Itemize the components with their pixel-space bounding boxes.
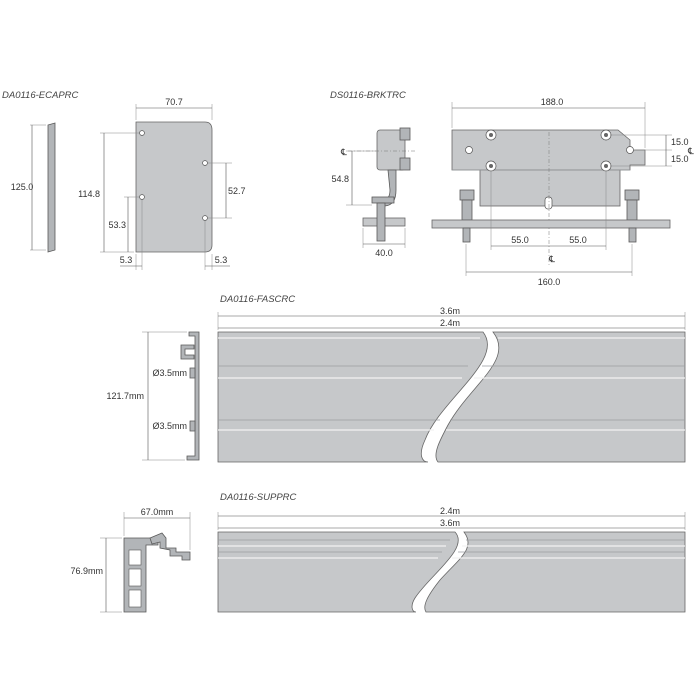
fascia-profile-hook — [180, 344, 195, 360]
fascia-title: DA0116-FASCRC — [220, 294, 295, 305]
endcap-span-right-label: 52.7 — [228, 186, 246, 196]
endcap-height-label: 125.0 — [11, 182, 34, 192]
bracket-base-width-label: 160.0 — [538, 277, 561, 287]
fascia-profile-hole — [189, 420, 196, 432]
endcap-width-label: 70.7 — [165, 97, 183, 107]
fascia-profile-hole — [189, 367, 196, 379]
support-width-label: 67.0mm — [141, 507, 174, 517]
bracket-side-nut — [371, 196, 395, 204]
bracket-slot-hole — [626, 146, 634, 154]
bracket-side-width-label: 40.0 — [375, 248, 393, 258]
endcap-span-left-label: 114.8 — [78, 189, 100, 199]
bracket-side-bolt — [376, 202, 386, 242]
bracket-side-height-label: 54.8 — [331, 174, 349, 184]
support-title: DA0116-SUPPRC — [220, 492, 297, 503]
bracket-title: DS0116-BRKTRC — [330, 90, 406, 101]
endcap-hole — [139, 194, 145, 200]
bracket-bolt-end — [628, 227, 637, 243]
support-panel-right — [424, 531, 686, 613]
fascia-group: DA0116-FASCRC Ø3.5mm Ø3.5mm 121.7mm 3.6m — [106, 294, 686, 463]
endcap-edge-left-label: 5.3 — [120, 255, 133, 265]
bracket-group: DS0116-BRKTRC ℄ 54.8 40.0 — [330, 90, 694, 287]
bracket-bolt-end — [462, 227, 471, 243]
endcap-front-view — [135, 121, 213, 253]
support-length-short-label: 2.4m — [440, 506, 460, 516]
bracket-side-clip — [399, 157, 411, 171]
endcap-hole — [139, 130, 145, 136]
bracket-half-right-label: 55.0 — [569, 235, 587, 245]
bracket-side-clip — [399, 127, 411, 141]
endcap-group: DA0116-ECAPRC 125.0 70.7 114.8 53.3 52.7 — [2, 90, 246, 270]
fascia-profile — [186, 331, 200, 461]
bracket-base-rail — [431, 219, 671, 229]
bracket-hole-bottom-label: 15.0 — [671, 154, 689, 164]
endcap-edge-right-label: 5.3 — [215, 255, 228, 265]
bracket-center-slot — [544, 196, 553, 210]
endcap-title: DA0116-ECAPRC — [2, 90, 79, 101]
bracket-nut — [459, 189, 475, 201]
bracket-side-centerline: ℄ — [340, 147, 347, 157]
fascia-length-short-label: 2.4m — [440, 318, 460, 328]
bracket-hole-top-label: 15.0 — [671, 137, 689, 147]
fascia-height-label: 121.7mm — [106, 391, 144, 401]
bracket-front-centerline: ℄ — [687, 146, 694, 156]
bracket-nut — [624, 189, 640, 201]
fascia-hole-top-label: Ø3.5mm — [152, 368, 187, 378]
bracket-half-left-label: 55.0 — [511, 235, 529, 245]
bracket-base-centerline: ℄ — [548, 254, 555, 264]
endcap-side-view — [47, 122, 56, 253]
bracket-overall-width-label: 188.0 — [541, 97, 564, 107]
bracket-front-plate — [451, 129, 646, 171]
bracket-slot-hole — [465, 146, 473, 154]
fascia-length-long-label: 3.6m — [440, 306, 460, 316]
support-height-label: 76.9mm — [70, 566, 103, 576]
endcap-low-left-label: 53.3 — [108, 220, 126, 230]
endcap-hole — [202, 215, 208, 221]
support-group: DA0116-SUPPRC 67.0mm 76.9mm 2.4m — [70, 492, 686, 613]
bracket-washer — [461, 199, 473, 221]
fascia-hole-bottom-label: Ø3.5mm — [152, 421, 187, 431]
endcap-hole — [202, 160, 208, 166]
bracket-washer — [626, 199, 638, 221]
support-profile-hook — [149, 532, 191, 561]
support-panel-left — [217, 531, 459, 613]
support-length-long-label: 3.6m — [440, 518, 460, 528]
